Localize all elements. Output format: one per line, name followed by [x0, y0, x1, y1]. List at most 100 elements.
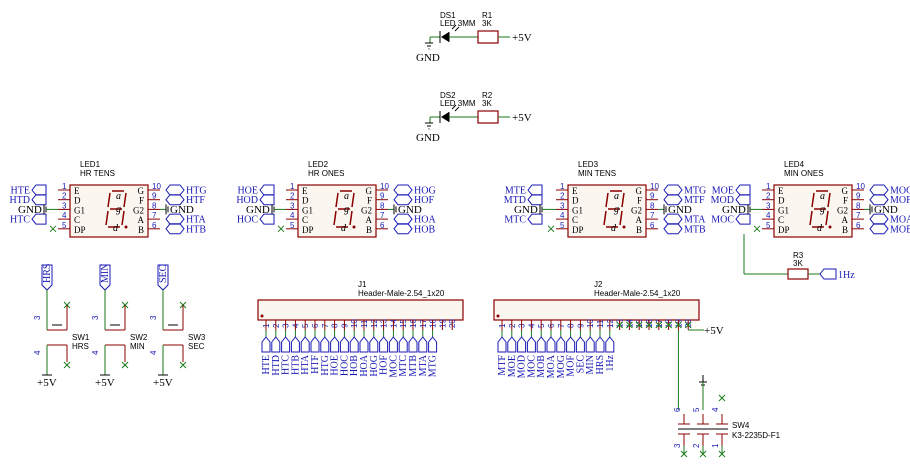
- display-pin-left: G1: [74, 205, 85, 215]
- pin-number: 1: [62, 182, 67, 191]
- net-flag: [379, 336, 389, 353]
- header-ref: J2: [594, 280, 603, 289]
- net-label: HOC: [339, 355, 350, 376]
- net-flag: [369, 336, 379, 353]
- led-ref: DS2: [440, 91, 456, 100]
- display-ref: LED2: [308, 160, 329, 169]
- segment-label: a: [116, 191, 121, 202]
- net-label: MIN: [585, 355, 596, 374]
- display-pin-right: B: [636, 225, 642, 235]
- display-pin-right: G2: [837, 205, 848, 215]
- no-connect-mark: [675, 321, 682, 329]
- gnd-net-label: GND: [722, 204, 746, 216]
- switch-value: K3-2235D-F1: [732, 431, 781, 440]
- pin-number: 5: [692, 407, 701, 412]
- net-label: MTB: [684, 224, 706, 235]
- segment-label: a: [614, 191, 619, 202]
- net-flag: [99, 264, 111, 291]
- display-pin-right: F: [637, 196, 642, 206]
- net-flag: [31, 213, 47, 225]
- net-flag: [388, 336, 398, 353]
- net-flag: [290, 336, 300, 353]
- net-flag: [575, 336, 585, 353]
- pin-number: 1: [766, 182, 771, 191]
- net-label: HOE: [237, 186, 258, 197]
- net-label: MOF: [566, 355, 577, 377]
- segment: [605, 192, 609, 208]
- segment: [335, 192, 339, 208]
- net-label: MTG: [684, 186, 706, 197]
- net-label: MTC: [398, 355, 409, 377]
- display-ref: LED3: [578, 160, 599, 169]
- net-label: HOG: [414, 186, 436, 197]
- resistor-body: [477, 30, 499, 44]
- no-connect-mark: [655, 321, 663, 329]
- supply-label: +5V: [153, 377, 173, 389]
- switch-name: MIN: [130, 342, 145, 351]
- net-label: MTC: [504, 215, 526, 226]
- net-flag: [259, 194, 275, 206]
- resistor-ref: R1: [482, 11, 493, 20]
- display-pin-right: G: [636, 186, 643, 196]
- display-ref: LED4: [784, 160, 805, 169]
- segment-label: d: [817, 223, 823, 234]
- net-label: MOE: [712, 186, 734, 197]
- pin-number: 7: [856, 211, 861, 220]
- segment: [603, 210, 607, 226]
- display-pin-right: G2: [361, 205, 372, 215]
- gnd-net-label: GND: [398, 204, 422, 216]
- display-pin-left: C: [302, 215, 308, 225]
- display-pin-left: E: [302, 186, 308, 196]
- no-connect-mark: [645, 321, 653, 329]
- display-pin-left: G1: [302, 205, 313, 215]
- pin-number: 4: [766, 211, 771, 220]
- display-name: MIN ONES: [784, 169, 824, 178]
- supply-label: +5V: [512, 112, 532, 124]
- header-value: Header-Male-2.54_1x20: [594, 289, 681, 298]
- gnd-net-label: GND: [874, 204, 898, 216]
- resistor-ref: R2: [482, 91, 493, 100]
- net-flag: [526, 336, 536, 353]
- pin-number: 9: [380, 192, 385, 201]
- segment: [105, 210, 109, 226]
- display-pin-right: G2: [631, 205, 642, 215]
- net-flag: [527, 213, 543, 225]
- net-flag: [663, 194, 683, 206]
- switch-name: SEC: [188, 342, 205, 351]
- net-label: MTF: [684, 195, 705, 206]
- pin-number: 4: [91, 350, 100, 355]
- net-flag: [527, 194, 543, 206]
- net-label: HTA: [186, 215, 207, 226]
- pin-number: 1: [560, 182, 565, 191]
- segment-label: a: [820, 191, 825, 202]
- display-pin-left: C: [572, 215, 578, 225]
- net-label: HTE: [261, 355, 272, 374]
- net-label: MTA: [684, 215, 706, 226]
- gnd-net-label: GND: [514, 204, 538, 216]
- segment-label: d: [611, 223, 617, 234]
- pin-number: 7: [380, 211, 385, 220]
- segment-dp: [124, 225, 128, 229]
- net-label: MOG: [556, 355, 567, 378]
- no-connect-mark: [616, 321, 623, 329]
- led-triangle: [441, 32, 449, 42]
- switch-ref: SW2: [130, 333, 148, 342]
- segment: [619, 210, 623, 226]
- net-flag: [165, 194, 185, 206]
- pin-number: 1: [290, 182, 295, 191]
- segment-label: g: [116, 204, 121, 215]
- pin-number: 3: [33, 315, 42, 320]
- net-flag: [869, 223, 889, 235]
- led-arrow: [451, 24, 457, 30]
- display-pin-right: B: [366, 225, 372, 235]
- led-value: LED 3MM: [440, 99, 476, 108]
- pin-number: 3: [62, 201, 67, 210]
- pin-number: 1: [711, 443, 720, 448]
- net-label: MOE: [507, 355, 518, 377]
- net-label: HTF: [310, 355, 321, 374]
- net-flag: [536, 336, 546, 353]
- net-flag: [546, 336, 556, 353]
- display-pin-left: E: [74, 186, 80, 196]
- segment: [107, 192, 111, 208]
- net-flag: [735, 184, 751, 196]
